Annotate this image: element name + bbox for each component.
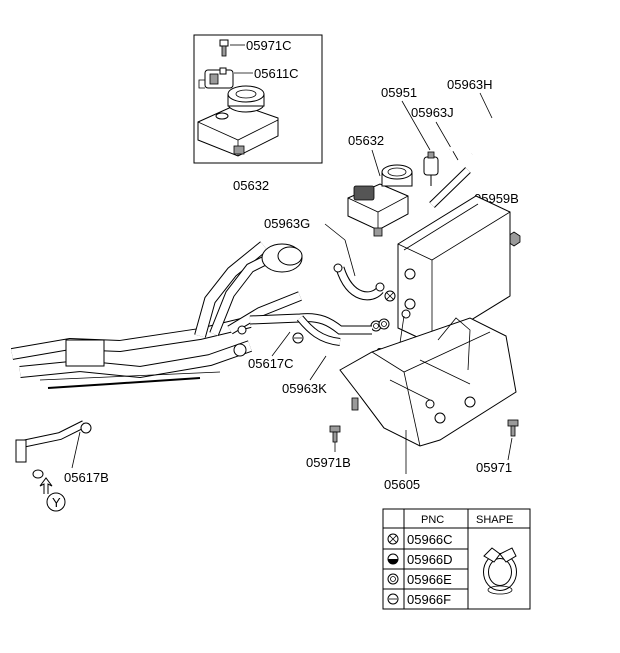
label-05971C[interactable]: 05971C: [246, 38, 292, 53]
label-05971[interactable]: 05971: [476, 460, 512, 475]
bolt-icon: [219, 39, 229, 57]
view-arrow-icon: [39, 477, 66, 512]
label-05605[interactable]: 05605: [384, 477, 420, 492]
legend-header-shape: SHAPE: [476, 514, 513, 526]
label-05632[interactable]: 05632: [348, 133, 384, 148]
control-unit-main-icon: [347, 164, 413, 237]
bolt-icon: [329, 425, 341, 443]
view-y-label: Y: [52, 495, 61, 510]
label-05963G[interactable]: 05963G: [264, 216, 310, 231]
bolt-icon: [507, 419, 519, 437]
canister-icon: [397, 195, 511, 345]
legend-pnc-05966E[interactable]: 05966E: [407, 572, 452, 587]
bracket-icon: [339, 317, 517, 447]
label-05963J[interactable]: 05963J: [411, 105, 454, 120]
label-05617B[interactable]: 05617B: [64, 470, 109, 485]
label-05971B[interactable]: 05971B: [306, 455, 351, 470]
fuel-piping-icon: [10, 241, 303, 389]
label-05611C[interactable]: 05611C: [254, 66, 299, 81]
minus-circle-icon: [292, 332, 304, 344]
label-05963K[interactable]: 05963K: [282, 381, 327, 396]
double-circle-icon: [387, 573, 399, 585]
solenoid-valve-icon: [198, 67, 234, 89]
minus-circle-icon: [387, 593, 399, 605]
legend-pnc-05966F[interactable]: 05966F: [407, 592, 451, 607]
label-05963H[interactable]: 05963H: [447, 77, 493, 92]
double-circle-icon: [378, 318, 390, 330]
label-05951[interactable]: 05951: [381, 85, 417, 100]
check-valve-icon: [423, 151, 439, 186]
vent-hose-icon: [15, 420, 92, 479]
label-05632-inset[interactable]: 05632: [233, 178, 269, 193]
hose-clamp-icon: [483, 547, 517, 595]
legend-table: [382, 508, 531, 610]
label-05617C[interactable]: 05617C: [248, 356, 294, 371]
inset-frame: [193, 34, 323, 164]
legend-header-pnc: PNC: [421, 514, 444, 526]
legend-pnc-05966C[interactable]: 05966C: [407, 532, 453, 547]
control-unit-icon: [197, 85, 279, 157]
legend-pnc-05966D[interactable]: 05966D: [407, 552, 453, 567]
cross-circle-icon: [384, 290, 396, 302]
half-filled-circle-icon: [387, 553, 399, 565]
cross-circle-icon: [387, 533, 399, 545]
